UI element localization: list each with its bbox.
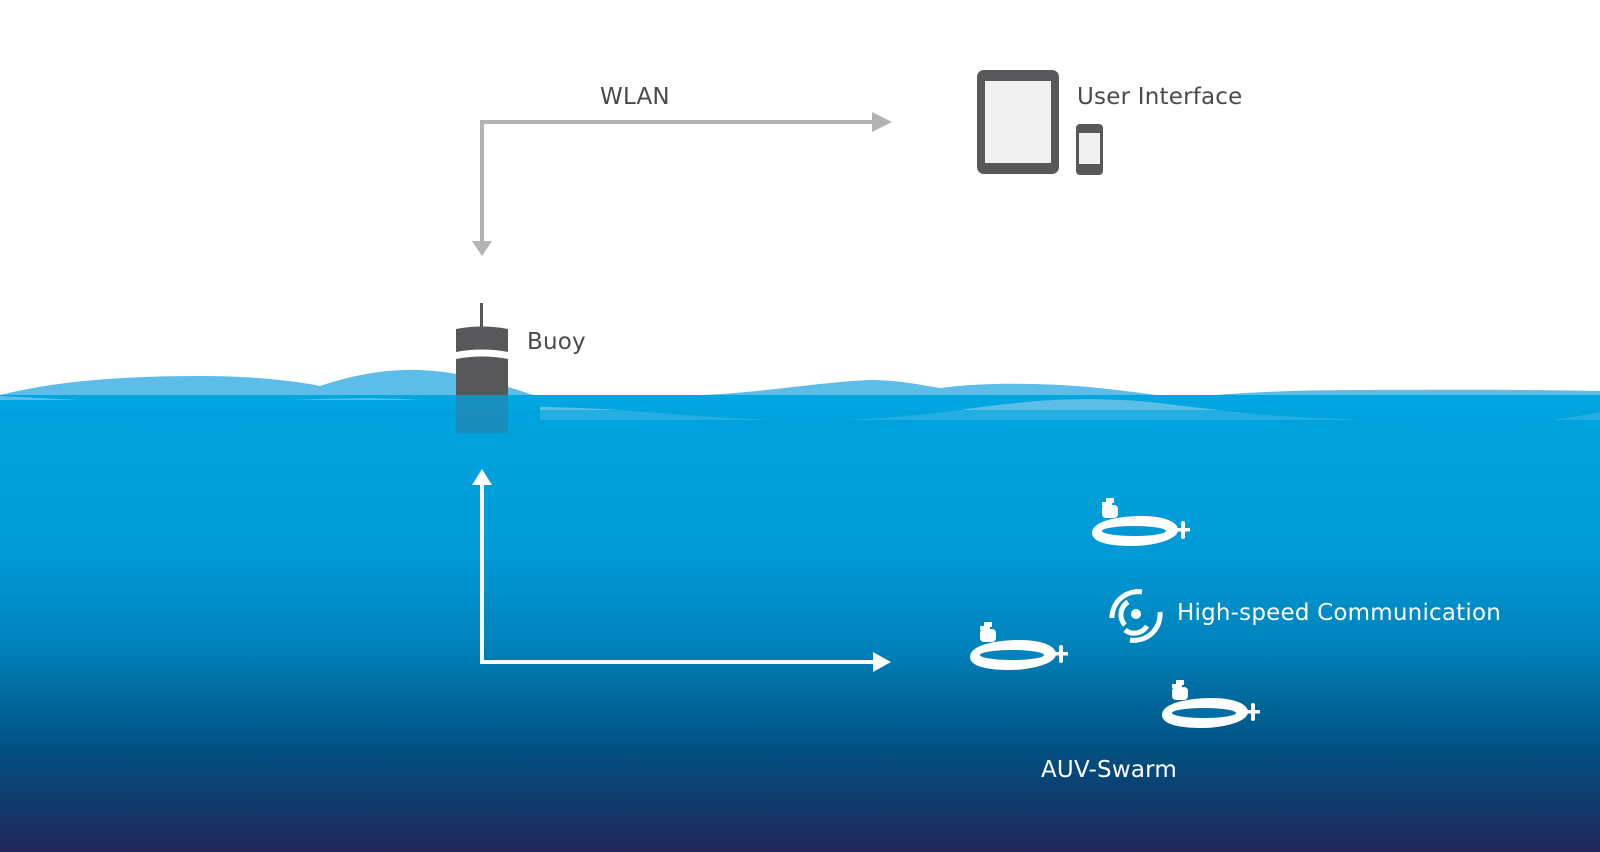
tablet-icon bbox=[977, 70, 1059, 174]
user-interface-label: User Interface bbox=[1077, 84, 1243, 110]
wave-back bbox=[0, 369, 540, 400]
underwater-arrowhead-up bbox=[472, 469, 492, 485]
auv-swarm-label: AUV-Swarm bbox=[1041, 757, 1178, 783]
water-body-upper bbox=[0, 410, 1600, 450]
wireless-signal-icon bbox=[1109, 589, 1163, 643]
underwater-arrow-line bbox=[480, 484, 874, 664]
buoy-label: Buoy bbox=[527, 329, 586, 355]
high-speed-communication-label: High-speed Communication bbox=[1177, 600, 1502, 626]
wlan-arrowhead-right bbox=[872, 112, 892, 132]
underwater-link-arrow bbox=[472, 469, 891, 672]
wlan-arrow bbox=[472, 112, 892, 256]
buoy-icon bbox=[456, 303, 508, 433]
smartphone-icon bbox=[1076, 124, 1103, 175]
wlan-label: WLAN bbox=[600, 84, 670, 110]
underwater-arrowhead-right bbox=[873, 652, 891, 672]
submarine-icon bbox=[970, 622, 1068, 670]
wlan-arrowhead-down bbox=[472, 241, 492, 256]
submarine-icon bbox=[1162, 680, 1260, 728]
submarine-icon bbox=[1092, 498, 1190, 546]
deep-water bbox=[0, 395, 1600, 852]
wlan-arrow-line bbox=[480, 120, 872, 246]
